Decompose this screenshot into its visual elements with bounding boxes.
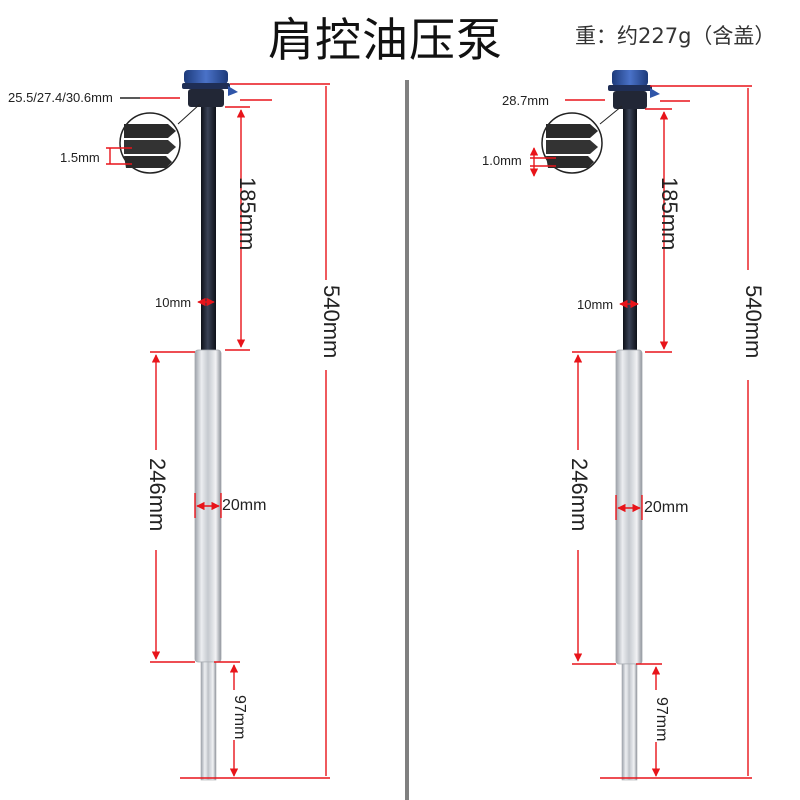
weight-label: 重：约227g（含盖） <box>575 24 776 48</box>
left-pump-rod <box>201 107 216 352</box>
left-total-length-label: 540mm <box>319 285 344 359</box>
left-rod-diameter-label: 10mm <box>155 295 192 310</box>
page-title: 肩控油压泵 <box>268 13 503 67</box>
right-bottom-length-label: 97mm <box>653 697 670 742</box>
left-tube-diameter-label: 20mm <box>222 497 267 514</box>
right-upper-length-label: 185mm <box>657 177 682 251</box>
left-pump-cap <box>184 70 228 84</box>
right-thread-diameter-label: 28.7mm <box>502 93 549 108</box>
left-tube-length-label: 246mm <box>145 458 170 532</box>
right-pump <box>529 70 752 781</box>
right-pump-cap <box>612 70 648 86</box>
left-thread-pitch-label: 1.5mm <box>60 150 100 165</box>
right-rod-diameter-label: 10mm <box>577 297 614 312</box>
left-thread-diameter-label: 25.5/27.4/30.6mm <box>8 90 113 105</box>
right-thread-pitch-label: 1.0mm <box>482 153 522 168</box>
right-total-length-label: 540mm <box>741 285 766 359</box>
left-upper-length-label: 185mm <box>235 177 260 251</box>
right-pump-tube <box>615 349 643 665</box>
right-pump-rod <box>623 109 637 352</box>
left-pump <box>106 70 330 781</box>
left-pump-bottom <box>200 661 217 781</box>
right-pump-bottom <box>621 663 638 781</box>
right-tube-diameter-label: 20mm <box>644 499 689 516</box>
right-tube-length-label: 246mm <box>567 458 592 532</box>
left-bottom-length-label: 97mm <box>231 695 248 740</box>
